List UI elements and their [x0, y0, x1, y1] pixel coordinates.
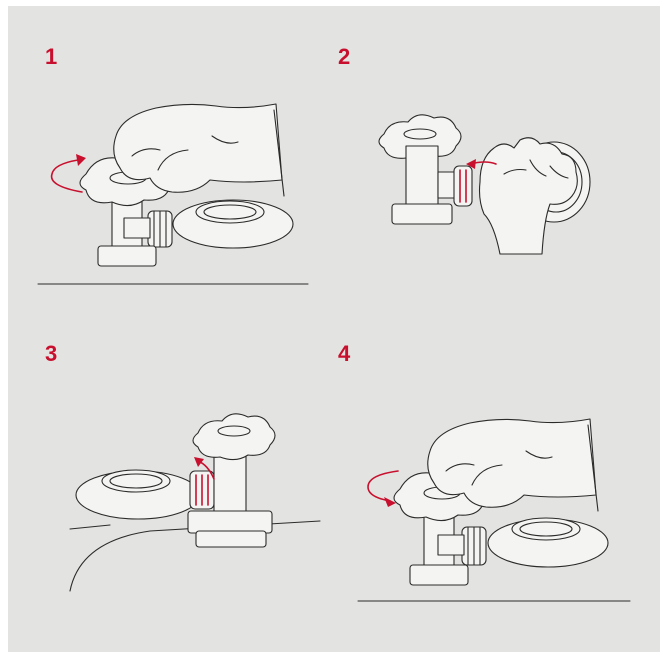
step-1-illustration: [8, 6, 328, 326]
step-1: 1: [8, 6, 328, 326]
step-2-illustration: [334, 6, 654, 326]
rotation-arrow-icon: [368, 471, 398, 507]
regulator-dome-icon: [488, 518, 608, 567]
coupling-nut-icon: [190, 471, 214, 509]
regulator-dome-icon: [76, 470, 200, 519]
instructions-panel: 1: [8, 6, 660, 652]
coupling-nut-icon: [462, 527, 486, 565]
step-4: 4: [334, 329, 654, 649]
hand-icon: [480, 138, 578, 254]
handwheel-icon: [193, 414, 275, 460]
step-2: 2: [334, 6, 654, 326]
coupling-nut-icon: [454, 166, 472, 206]
step-3-illustration: [8, 329, 328, 649]
coupling-nut-icon: [148, 211, 172, 247]
step-4-illustration: [334, 329, 654, 649]
step-3: 3: [8, 329, 328, 649]
regulator-dome-icon: [173, 200, 293, 248]
